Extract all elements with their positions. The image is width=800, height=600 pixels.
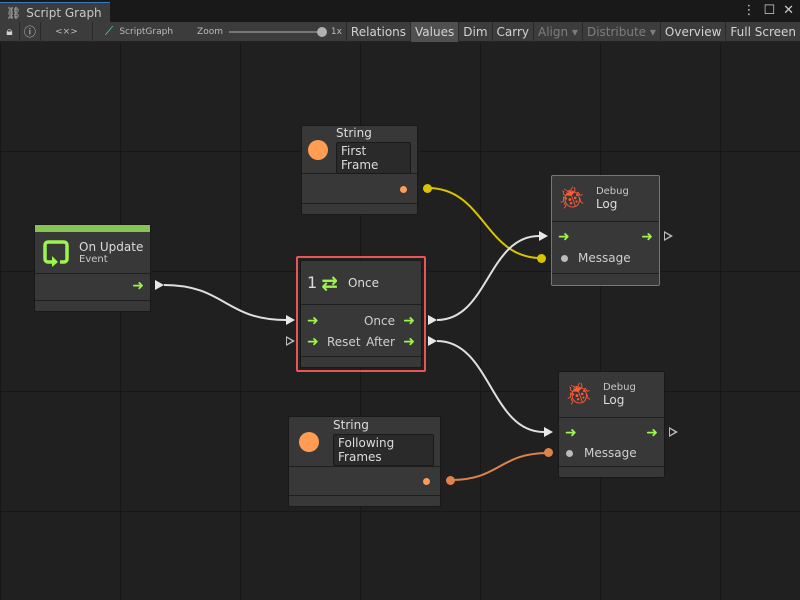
tab-bar: ⛓ Script Graph ⋮ ☐ ✕ bbox=[0, 0, 800, 22]
flow-in-icon: ➜ bbox=[558, 229, 570, 245]
relations-button[interactable]: Relations bbox=[347, 21, 412, 42]
string-value-field[interactable]: Following Frames bbox=[333, 433, 434, 466]
message-dot bbox=[566, 450, 573, 457]
on-update-flow-out-port[interactable] bbox=[155, 280, 164, 290]
toolbar: 🔒︎ ⓘ <×> ⟋ ScriptGraph Zoom 1x Relations… bbox=[0, 21, 800, 42]
zoom-slider-handle[interactable] bbox=[316, 26, 327, 37]
string1-out-port[interactable] bbox=[423, 184, 432, 193]
log1-flow-in-port[interactable] bbox=[539, 231, 548, 241]
close-icon[interactable]: ✕ bbox=[783, 3, 794, 18]
values-button[interactable]: Values bbox=[411, 21, 460, 42]
carry-button[interactable]: Carry bbox=[493, 21, 535, 42]
kebab-icon[interactable]: ⋮ bbox=[742, 3, 756, 18]
flow-in-icon: ➜ bbox=[307, 334, 319, 350]
zoom-value: 1x bbox=[330, 26, 342, 37]
tab-script-graph[interactable]: ⛓ Script Graph bbox=[0, 2, 110, 22]
flow-out-icon: ➜ bbox=[641, 229, 653, 245]
log1-message-port[interactable] bbox=[537, 254, 546, 263]
log1-flow-out-port[interactable] bbox=[664, 231, 673, 241]
log2-flow-out-port[interactable] bbox=[669, 427, 678, 437]
align-dropdown[interactable]: Align ▾ bbox=[534, 21, 583, 42]
dim-button[interactable]: Dim bbox=[459, 21, 493, 42]
lock-button[interactable]: 🔒︎ bbox=[0, 21, 20, 42]
log2-message-port[interactable] bbox=[544, 448, 553, 457]
once-once-port[interactable] bbox=[428, 315, 437, 325]
flow-in-icon: ➜ bbox=[565, 425, 577, 441]
message-dot bbox=[561, 255, 568, 262]
once-after-port[interactable] bbox=[428, 336, 437, 346]
once-enter-port[interactable] bbox=[286, 315, 295, 325]
string-value-field[interactable]: First Frame bbox=[336, 141, 411, 174]
once-count: 1 bbox=[307, 273, 318, 292]
code-button[interactable]: <×> bbox=[41, 21, 93, 42]
maximize-icon[interactable]: ☐ bbox=[763, 3, 776, 18]
log2-flow-in-port[interactable] bbox=[544, 427, 553, 437]
loop-icon bbox=[43, 239, 69, 267]
bug-icon: 🐞︎ bbox=[558, 186, 586, 211]
selection-outline bbox=[296, 256, 426, 372]
flow-out-icon: ➜ bbox=[403, 334, 415, 350]
flow-out-icon: ➜ bbox=[132, 278, 144, 294]
string-icon bbox=[308, 139, 328, 160]
zoom-label: Zoom bbox=[197, 26, 223, 37]
string2-out-port[interactable] bbox=[446, 476, 455, 485]
lock-icon: 🔒︎ bbox=[6, 24, 13, 38]
graph-name[interactable]: ScriptGraph bbox=[119, 26, 174, 37]
string-output-dot bbox=[423, 478, 430, 485]
node-once[interactable]: 1 ⇄ Once ➜ Once ➜ ➜ Reset After ➜ bbox=[300, 260, 422, 368]
flow-out-icon: ➜ bbox=[403, 313, 415, 329]
overview-button[interactable]: Overview bbox=[661, 21, 727, 42]
flow-in-icon: ➜ bbox=[307, 313, 319, 329]
info-button[interactable]: ⓘ bbox=[20, 21, 41, 42]
once-reset-port[interactable] bbox=[286, 336, 295, 346]
string-icon bbox=[299, 431, 319, 452]
graph-icon: ⟋ bbox=[104, 24, 114, 38]
zoom-slider[interactable] bbox=[229, 26, 327, 37]
string-output-dot bbox=[400, 186, 407, 193]
refresh-icon: ⇄ bbox=[321, 270, 338, 295]
event-bar bbox=[35, 225, 150, 232]
bug-icon: 🐞︎ bbox=[565, 382, 593, 407]
breadcrumb: ⟋ ScriptGraph Zoom 1x bbox=[93, 21, 347, 42]
full-screen-button[interactable]: Full Screen bbox=[730, 24, 796, 39]
hierarchy-icon: ⛓ bbox=[6, 5, 22, 20]
distribute-dropdown[interactable]: Distribute ▾ bbox=[583, 21, 661, 42]
flow-out-icon: ➜ bbox=[646, 425, 658, 441]
code-icon: <×> bbox=[55, 26, 78, 37]
info-icon: ⓘ bbox=[23, 25, 36, 39]
